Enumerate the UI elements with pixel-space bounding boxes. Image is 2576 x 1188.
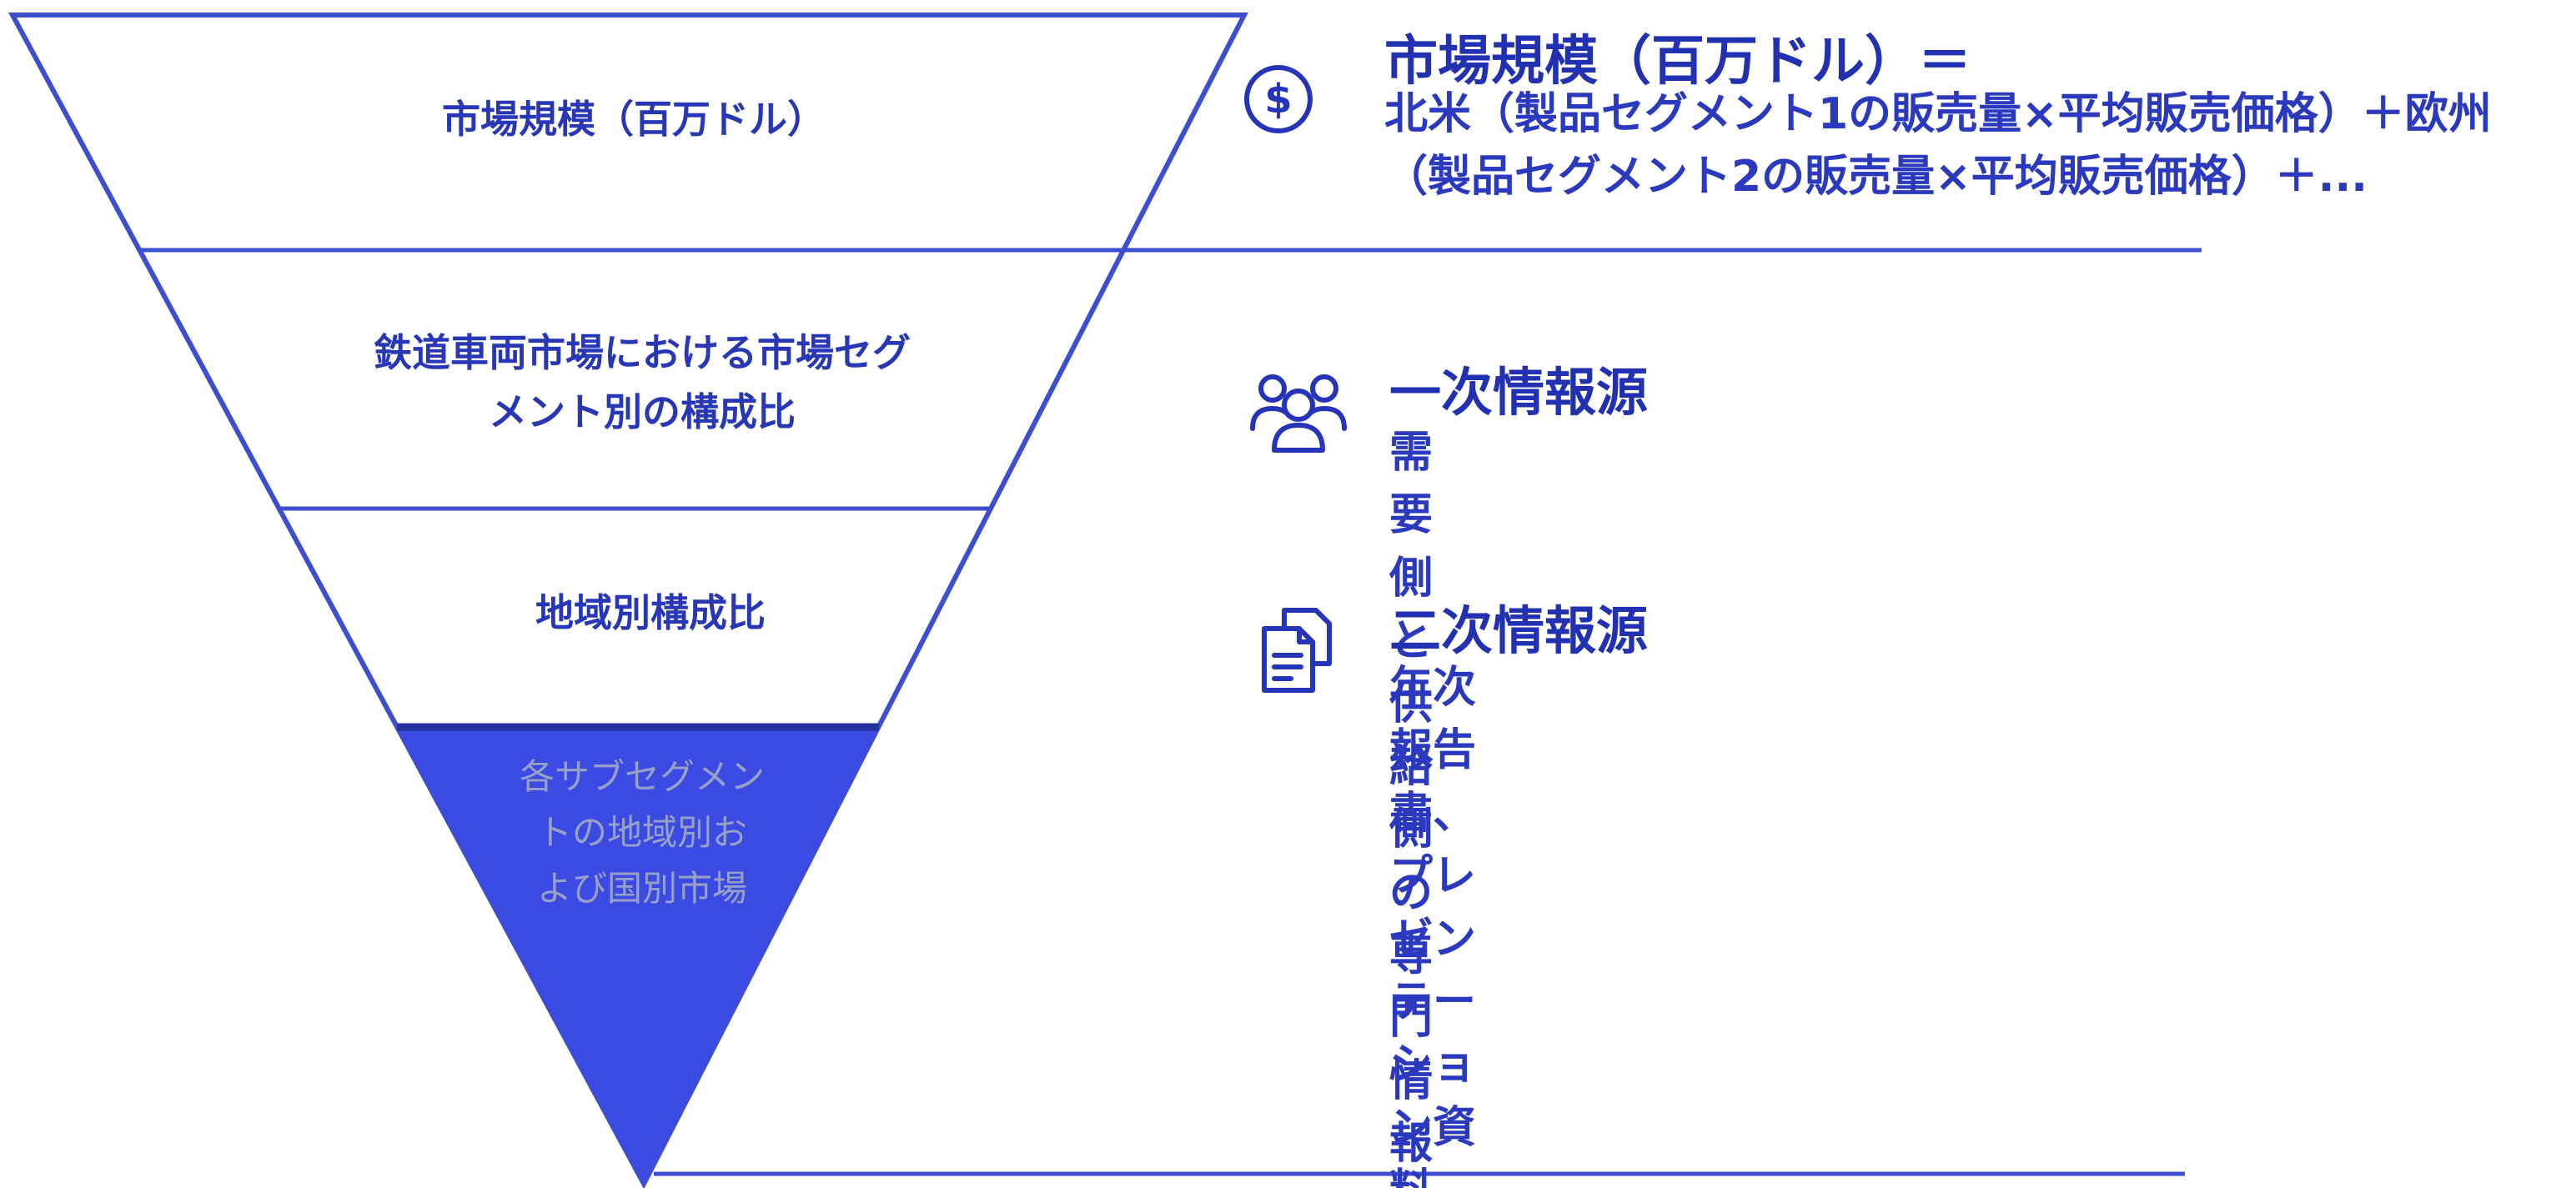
dollar-icon: $	[1244, 65, 1313, 133]
documents-icon	[1253, 602, 1344, 700]
funnel-level-4-label: 各サブセグメン トの地域別お よび国別市場	[519, 756, 765, 910]
people-icon	[1246, 363, 1351, 465]
secondary-sources-title: 二次情報源	[1389, 600, 1649, 661]
funnel-outline	[8, 13, 1248, 1188]
primary-sources-body: 需要側と供給側の専門情報	[1389, 428, 1434, 1170]
funnel-bottom-fill	[397, 727, 879, 1184]
formula-body: 北米（製品セグメント1の販売量×平均販売価格）＋欧州 （製品セグメント2の販売量…	[1384, 89, 2492, 203]
funnel-level-1-label: 市場規模（百万ドル）	[442, 97, 826, 142]
formula-title: 市場規模（百万ドル）＝	[1384, 31, 1971, 93]
secondary-sources-body: 年次報告書、プレゼンテーション資料、 プレスリリース、ジャーナル、 有料データベ…	[1389, 663, 1477, 1188]
primary-sources-title: 一次情報源	[1389, 362, 1649, 423]
funnel-level-3-label: 地域別構成比	[535, 590, 766, 635]
funnel-level-2-label: 鉄道車両市場における市場セグ メント別の構成比	[374, 330, 911, 435]
